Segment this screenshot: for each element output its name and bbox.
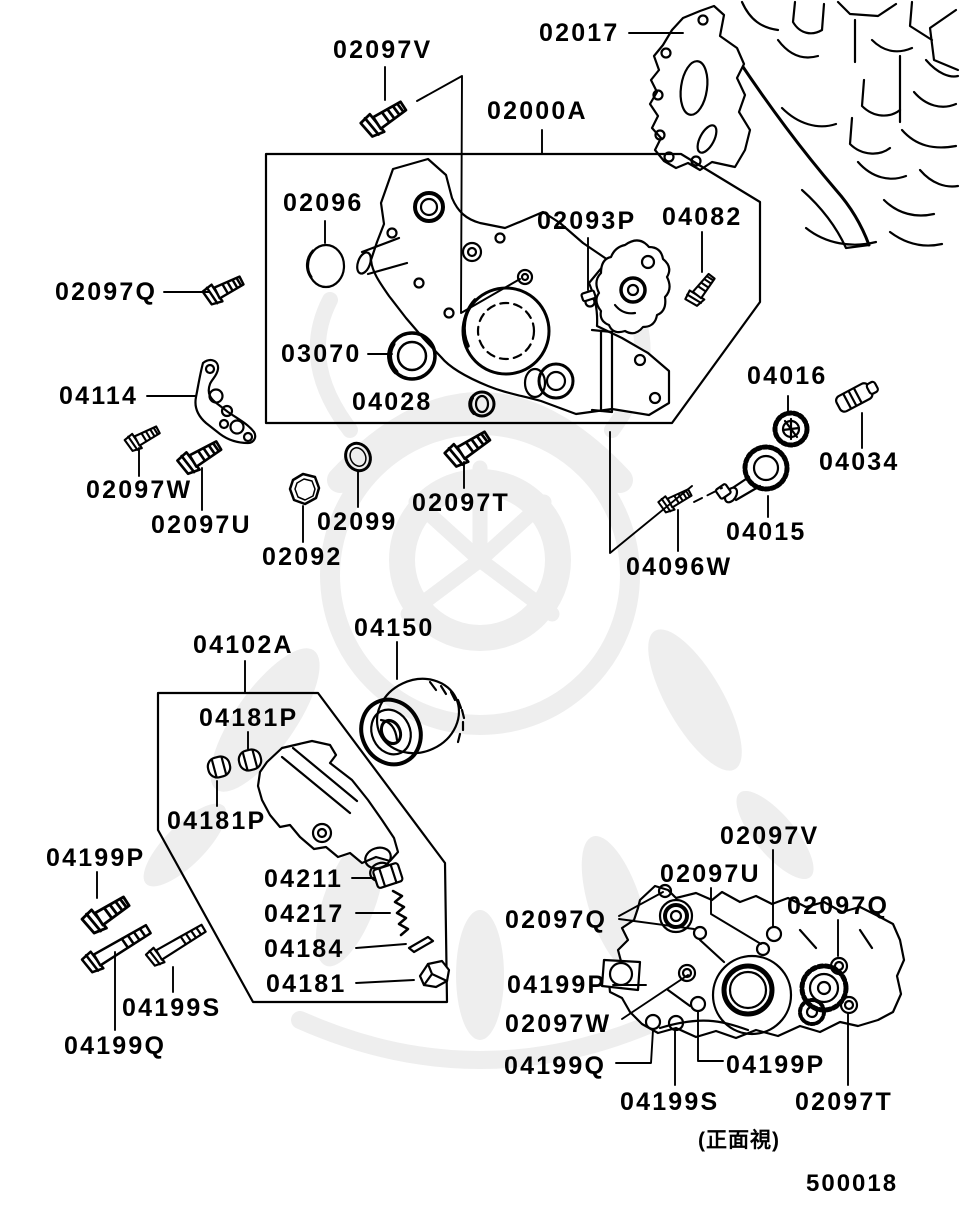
- part-label-02097w-top: 02097W: [86, 476, 193, 504]
- part-label-04199p-front-right: 04199P: [726, 1051, 826, 1079]
- part-label-02093p: 02093P: [537, 207, 637, 235]
- part-label-04016: 04016: [747, 362, 828, 390]
- spring-04217-drawing: [391, 889, 410, 937]
- valve-04211-drawing: [372, 862, 404, 889]
- part-label-04199q-left: 04199Q: [64, 1032, 167, 1060]
- gasket-02092-drawing: [288, 472, 321, 506]
- bracket-04114-drawing: [194, 359, 257, 445]
- part-label-02097v-top: 02097V: [333, 36, 433, 64]
- nut-04181p-upper-drawing: [237, 748, 263, 772]
- timing-case-drawing: [356, 157, 671, 417]
- part-label-04082: 04082: [662, 203, 743, 231]
- gasket-02017-drawing: [648, 4, 752, 172]
- plug-04034-drawing: [835, 380, 879, 413]
- bolt-02097v-top: [357, 95, 411, 142]
- part-label-04199q-front: 04199Q: [504, 1052, 607, 1080]
- part-label-04015: 04015: [726, 518, 807, 546]
- bolt-04082: [682, 269, 720, 310]
- bolt-04199p-left: [79, 890, 135, 939]
- group-box-oil-filter-bracket: [156, 691, 449, 1004]
- part-label-02097t-top: 02097T: [412, 489, 510, 517]
- figure-number: 500018: [806, 1170, 899, 1197]
- plug-02096-drawing: [305, 243, 346, 289]
- part-label-04199s-left: 04199S: [122, 994, 222, 1022]
- part-label-02092: 02092: [262, 543, 343, 571]
- seal-03070-drawing: [387, 331, 437, 381]
- part-label-04114: 04114: [59, 382, 139, 410]
- part-label-04096w: 04096W: [626, 553, 733, 581]
- part-label-02097u-top: 02097U: [151, 511, 252, 539]
- part-label-04217: 04217: [264, 900, 345, 928]
- oring-02099-drawing: [344, 441, 372, 473]
- part-label-02097t-front: 02097T: [795, 1088, 893, 1116]
- part-label-03070: 03070: [281, 340, 362, 368]
- pin-04184-drawing: [407, 935, 435, 954]
- part-label-04181p-upper: 04181P: [199, 704, 299, 732]
- part-label-02000a: 02000A: [487, 97, 588, 125]
- part-label-04184: 04184: [264, 935, 345, 963]
- oil-filter-bracket-drawing: [256, 739, 400, 883]
- front-view-drawing: [600, 883, 906, 1040]
- leader-lines: [96, 32, 863, 1086]
- shaft-gear-04015-drawing: [714, 444, 790, 504]
- part-label-04199s-front: 04199S: [620, 1088, 720, 1116]
- part-label-02097u-front: 02097U: [660, 860, 761, 888]
- view-orientation-note: (正面視): [698, 1129, 780, 1152]
- part-label-02097v-front: 02097V: [720, 822, 820, 850]
- part-label-04028: 04028: [352, 388, 433, 416]
- part-label-04150: 04150: [354, 614, 435, 642]
- part-label-04211: 04211: [264, 865, 344, 893]
- bolt-02097u-top: [174, 434, 226, 479]
- plug-02093p-pin-drawing: [580, 289, 597, 303]
- part-label-02097q-front-right: 02097Q: [787, 892, 890, 920]
- part-label-02099: 02099: [317, 508, 398, 536]
- bolt-02097q-top: [200, 270, 248, 309]
- oil-filter-04150-drawing: [359, 677, 466, 767]
- part-label-04199p-front-left: 04199P: [507, 971, 607, 999]
- part-label-04181: 04181: [266, 970, 347, 998]
- nut-04181p-lower-drawing: [206, 755, 232, 779]
- bolt-02097w-top: [122, 421, 164, 455]
- plug-04181-drawing: [418, 959, 451, 989]
- part-label-02097q-front-left: 02097Q: [505, 906, 608, 934]
- group-box-timing-case: [264, 152, 762, 425]
- part-label-02097q-top: 02097Q: [55, 278, 158, 306]
- part-label-04102a: 04102A: [193, 631, 294, 659]
- part-label-02096: 02096: [283, 189, 364, 217]
- bolt-04199s-left: [143, 919, 210, 970]
- part-label-02017: 02017: [539, 19, 620, 47]
- part-label-02097w-front: 02097W: [505, 1010, 612, 1038]
- engine-block-sketch: [735, 0, 960, 250]
- part-label-04199p-left: 04199P: [46, 844, 146, 872]
- seal-04028-drawing: [468, 390, 496, 418]
- part-label-04034: 04034: [819, 448, 900, 476]
- oil-pump-02093p-drawing: [595, 239, 671, 335]
- gear-04016-drawing: [772, 410, 810, 448]
- part-label-04181p-lower: 04181P: [167, 807, 267, 835]
